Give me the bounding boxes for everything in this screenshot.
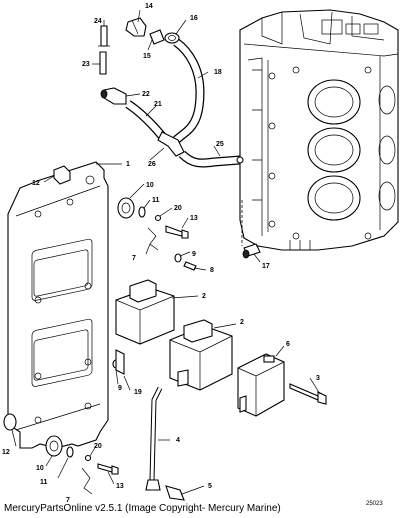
callout-13-lower: 13 <box>116 483 124 490</box>
callout-11-lower: 11 <box>40 479 48 486</box>
callout-5: 5 <box>208 483 212 490</box>
callout-7-lower: 7 <box>66 497 70 504</box>
callout-12-upper: 12 <box>32 180 40 187</box>
callout-25: 25 <box>216 141 224 148</box>
control-module <box>237 353 285 417</box>
callout-10-upper: 10 <box>146 182 154 189</box>
callout-24: 24 <box>94 18 102 25</box>
callout-9-lower: 9 <box>118 385 122 392</box>
copyright-footer: MercuryPartsOnline v2.5.1 (Image Copyrig… <box>4 503 281 514</box>
callout-7-upper: 7 <box>132 255 136 262</box>
callout-labels: 14 24 15 16 18 23 22 21 25 26 1 12 10 11… <box>2 3 320 504</box>
callout-17: 17 <box>262 263 270 270</box>
callout-10-lower: 10 <box>36 465 44 472</box>
callout-6: 6 <box>286 341 290 348</box>
callout-23: 23 <box>82 61 90 68</box>
callout-1: 1 <box>126 161 130 168</box>
callout-14: 14 <box>145 3 153 10</box>
leader-lines <box>11 9 321 495</box>
callout-20-upper: 20 <box>174 205 182 212</box>
callout-20-lower: 20 <box>94 443 102 450</box>
callout-18: 18 <box>214 69 222 76</box>
callout-26: 26 <box>148 161 156 168</box>
callout-2-upper: 2 <box>202 293 206 300</box>
callout-22: 22 <box>142 91 150 98</box>
fuel-hoses <box>98 17 244 168</box>
callout-12-lower: 12 <box>2 449 10 456</box>
callout-19: 19 <box>134 389 142 396</box>
spark-plug-lead <box>145 386 185 501</box>
callout-21: 21 <box>154 101 162 108</box>
callout-11-upper: 11 <box>152 197 160 204</box>
hardware <box>3 165 327 495</box>
callout-8-upper: 8 <box>210 267 214 274</box>
engine-block <box>239 9 399 251</box>
callout-2-lower: 2 <box>240 319 244 326</box>
ignition-coils <box>115 279 233 391</box>
mounting-plate <box>7 161 109 449</box>
callout-3: 3 <box>316 375 320 382</box>
callout-15: 15 <box>143 53 151 60</box>
callout-16: 16 <box>190 15 198 22</box>
diagram-code: 25023 <box>366 501 383 507</box>
callout-4: 4 <box>176 437 180 444</box>
callout-9-upper: 9 <box>192 251 196 258</box>
callout-13-upper: 13 <box>190 215 198 222</box>
